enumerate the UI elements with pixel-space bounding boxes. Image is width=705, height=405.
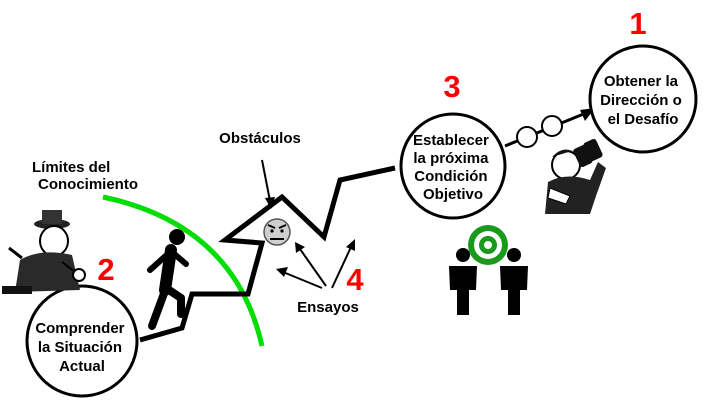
obstacles-arrowhead xyxy=(265,197,275,209)
step-1-text: Obtener la Dirección o el Desafío xyxy=(600,73,686,128)
step-1-circle xyxy=(588,44,698,154)
step-1-line-2: Dirección o xyxy=(600,92,682,109)
running-person-icon xyxy=(147,229,189,330)
step-3-line-4: Objetivo xyxy=(423,186,483,203)
step-3-line-2: la próxima xyxy=(413,150,489,167)
frustrated-face-icon xyxy=(263,218,291,246)
step-2-line-2: la Situación xyxy=(38,339,122,356)
person-with-binoculars-icon xyxy=(545,138,606,214)
knowledge-limits-line-1: Límites del xyxy=(32,159,110,176)
trials-arrow-right xyxy=(331,246,352,289)
trials-arrow-left-head xyxy=(276,267,288,277)
step-4-number: 4 xyxy=(346,262,364,297)
knowledge-limits-line-2: Conocimiento xyxy=(38,176,138,193)
trials-arrow-right-head xyxy=(346,239,355,251)
step-3-number: 3 xyxy=(443,69,460,104)
knowledge-limits-label: Límites del Conocimiento xyxy=(32,159,138,193)
obstacles-label: Obstáculos xyxy=(219,130,301,147)
step-2-line-1: Comprender xyxy=(35,320,124,337)
trials-label: Ensayos xyxy=(297,299,359,316)
milestone-dot-2 xyxy=(541,115,563,137)
two-people-target-icon xyxy=(449,225,528,315)
obstacles-arrow xyxy=(261,159,271,202)
step-1-number: 1 xyxy=(629,6,646,41)
step-2-number: 2 xyxy=(97,252,114,287)
step-3-line-3: Condición xyxy=(414,168,487,185)
trials-arrow-up-head xyxy=(295,242,305,253)
step-2-line-3: Actual xyxy=(59,358,105,375)
knowledge-boundary-arc xyxy=(102,194,265,347)
step-2-text: Comprender la Situación Actual xyxy=(35,320,128,375)
trials-arrow-left xyxy=(282,271,323,289)
step-2-circle xyxy=(25,284,139,398)
step-3-text: Establecer la próxima Condición Objetivo xyxy=(413,132,493,203)
step-3-circle xyxy=(399,112,507,220)
step-1-line-3: el Desafío xyxy=(608,111,679,128)
step-3-line-1: Establecer xyxy=(413,132,489,149)
improvement-path xyxy=(139,165,396,343)
milestone-dot-1 xyxy=(516,126,538,148)
detective-icon xyxy=(2,210,86,294)
step-1-line-1: Obtener la xyxy=(604,73,679,90)
trials-arrow-up xyxy=(299,248,327,287)
